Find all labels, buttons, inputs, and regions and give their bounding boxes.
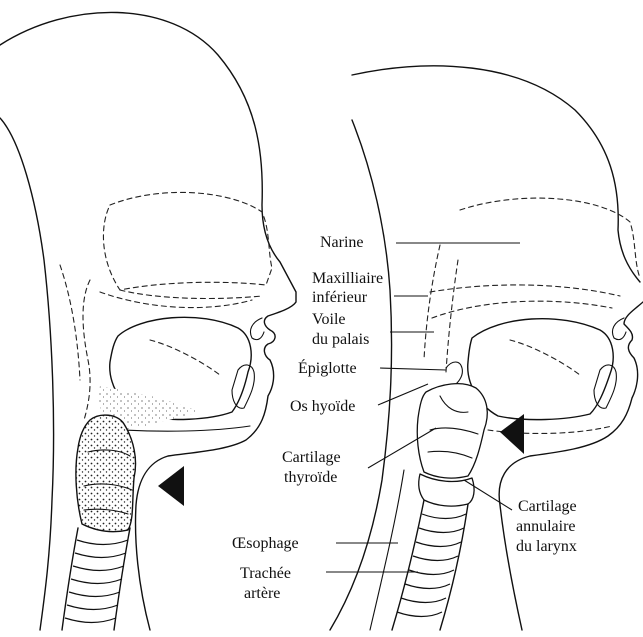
- right-head: [330, 66, 643, 630]
- label-annulaire-line1: Cartilage: [518, 498, 577, 515]
- left-larynx: [76, 415, 136, 532]
- left-mouth-floor: [124, 426, 250, 431]
- right-palate: [432, 301, 612, 318]
- label-thyroide-line1: Cartilage: [282, 449, 341, 466]
- left-pharynx-wall: [83, 280, 90, 420]
- right-arrow-marker: [500, 414, 524, 454]
- left-cervical-spine: [60, 265, 80, 380]
- right-face-profile: [499, 302, 643, 630]
- right-trachea: [392, 500, 468, 630]
- label-maxillaire-line1: Maxilliaire: [312, 270, 383, 287]
- left-arrow-marker: [158, 466, 184, 506]
- left-lower-teeth: [232, 365, 254, 408]
- left-trachea: [62, 528, 130, 630]
- label-trachee-line1: Trachée: [240, 565, 291, 582]
- right-nasal-floor: [430, 285, 620, 296]
- right-pharynx-dash-2: [446, 260, 458, 372]
- label-maxillaire-line2: inférieur: [312, 289, 368, 306]
- left-nasal-cavity: [103, 192, 272, 290]
- leader-epiglotte: [380, 368, 446, 370]
- leader-os-hyoide: [378, 384, 428, 405]
- labels: Narine Maxilliaire inférieur Voile du pa…: [232, 234, 577, 602]
- right-cricoid-cartilage: [419, 474, 474, 506]
- label-annulaire-line2: annulaire: [516, 518, 576, 535]
- label-trachee-line2: artère: [244, 585, 280, 602]
- right-tongue-groove: [510, 340, 580, 375]
- left-palate-line: [100, 292, 252, 308]
- right-thyroid-cartilage: [417, 384, 487, 478]
- label-thyroide-line2: thyroïde: [284, 469, 337, 486]
- label-epiglotte: Épiglotte: [298, 358, 357, 377]
- right-head-outline: [352, 66, 640, 282]
- left-nasal-inner: [120, 290, 262, 298]
- label-os-hyoide: Os hyoïde: [290, 398, 355, 415]
- label-narine: Narine: [320, 234, 364, 251]
- left-upper-lip: [250, 318, 264, 340]
- right-tongue: [468, 319, 613, 420]
- right-nasal-cavity: [460, 198, 640, 278]
- left-tongue-groove: [150, 340, 220, 375]
- right-pharynx-dash-1: [424, 245, 440, 360]
- label-oesophage: Œsophage: [232, 535, 299, 552]
- label-voile-line2: du palais: [312, 331, 369, 348]
- label-annulaire-line3: du larynx: [516, 538, 577, 555]
- left-back-of-neck: [0, 118, 54, 630]
- label-voile-line1: Voile: [312, 311, 345, 328]
